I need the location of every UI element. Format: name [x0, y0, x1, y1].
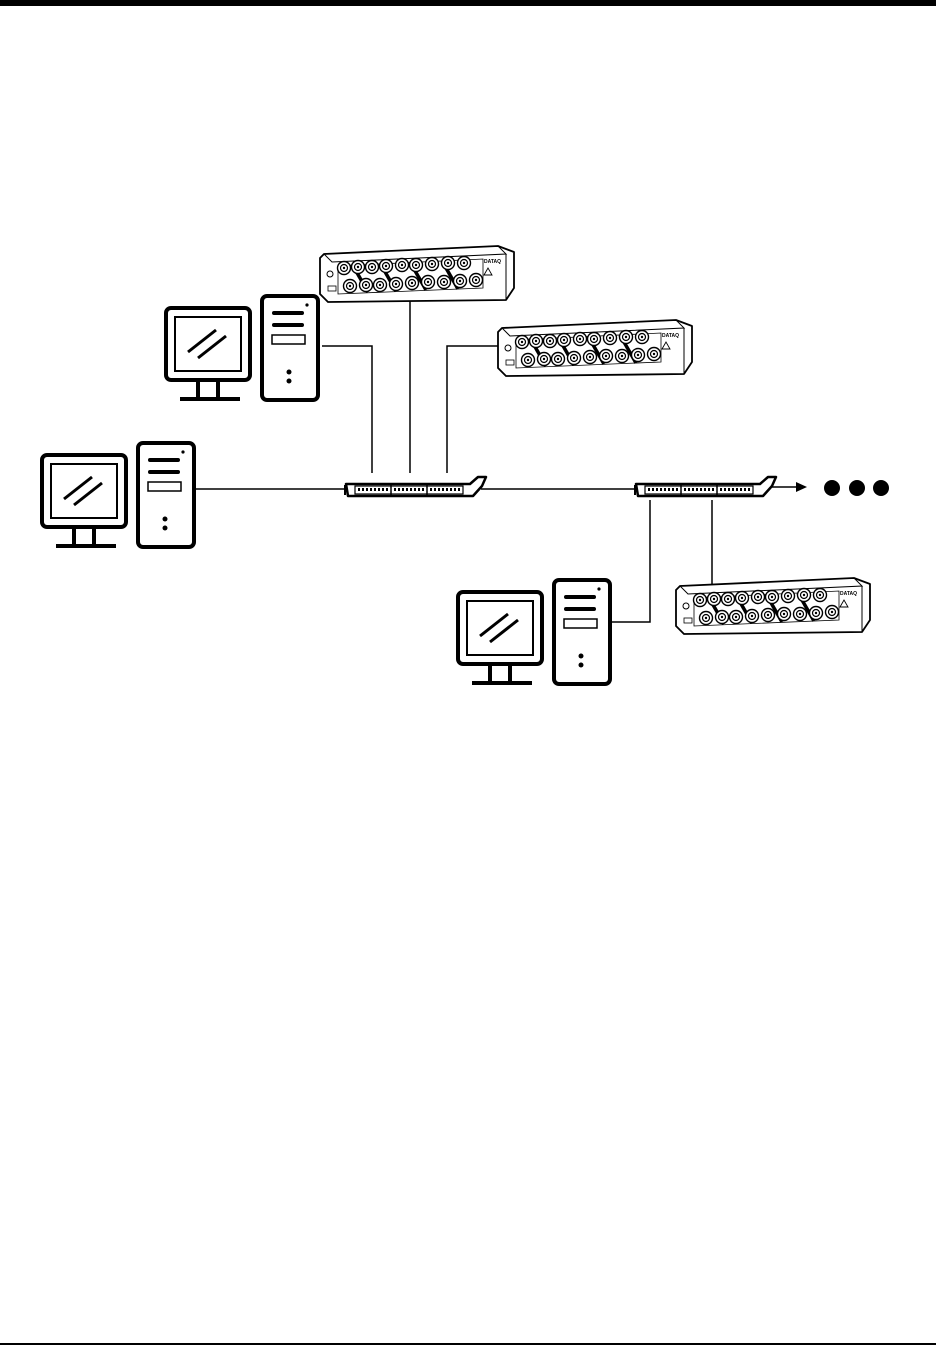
daq-device-1: DATAQ	[320, 246, 514, 302]
network-switch-1	[345, 477, 486, 496]
daq-brand-label: DATAQ	[840, 591, 857, 597]
workstation-1	[166, 296, 318, 400]
daq-device-3: DATAQ	[676, 578, 870, 634]
cable-pc1-switch1	[322, 346, 372, 473]
cable-daq2-switch1	[447, 346, 499, 473]
continuation-ellipsis-icon	[824, 480, 889, 496]
daq-brand-label: DATAQ	[484, 259, 501, 265]
cable-pc3-switch2	[612, 500, 650, 622]
workstation-2	[42, 443, 194, 547]
daq-device-2: DATAQ	[498, 320, 692, 376]
workstation-3	[458, 580, 610, 684]
daq-brand-label: DATAQ	[662, 333, 679, 339]
arrow-head	[796, 482, 807, 492]
network-switch-2	[635, 477, 776, 496]
